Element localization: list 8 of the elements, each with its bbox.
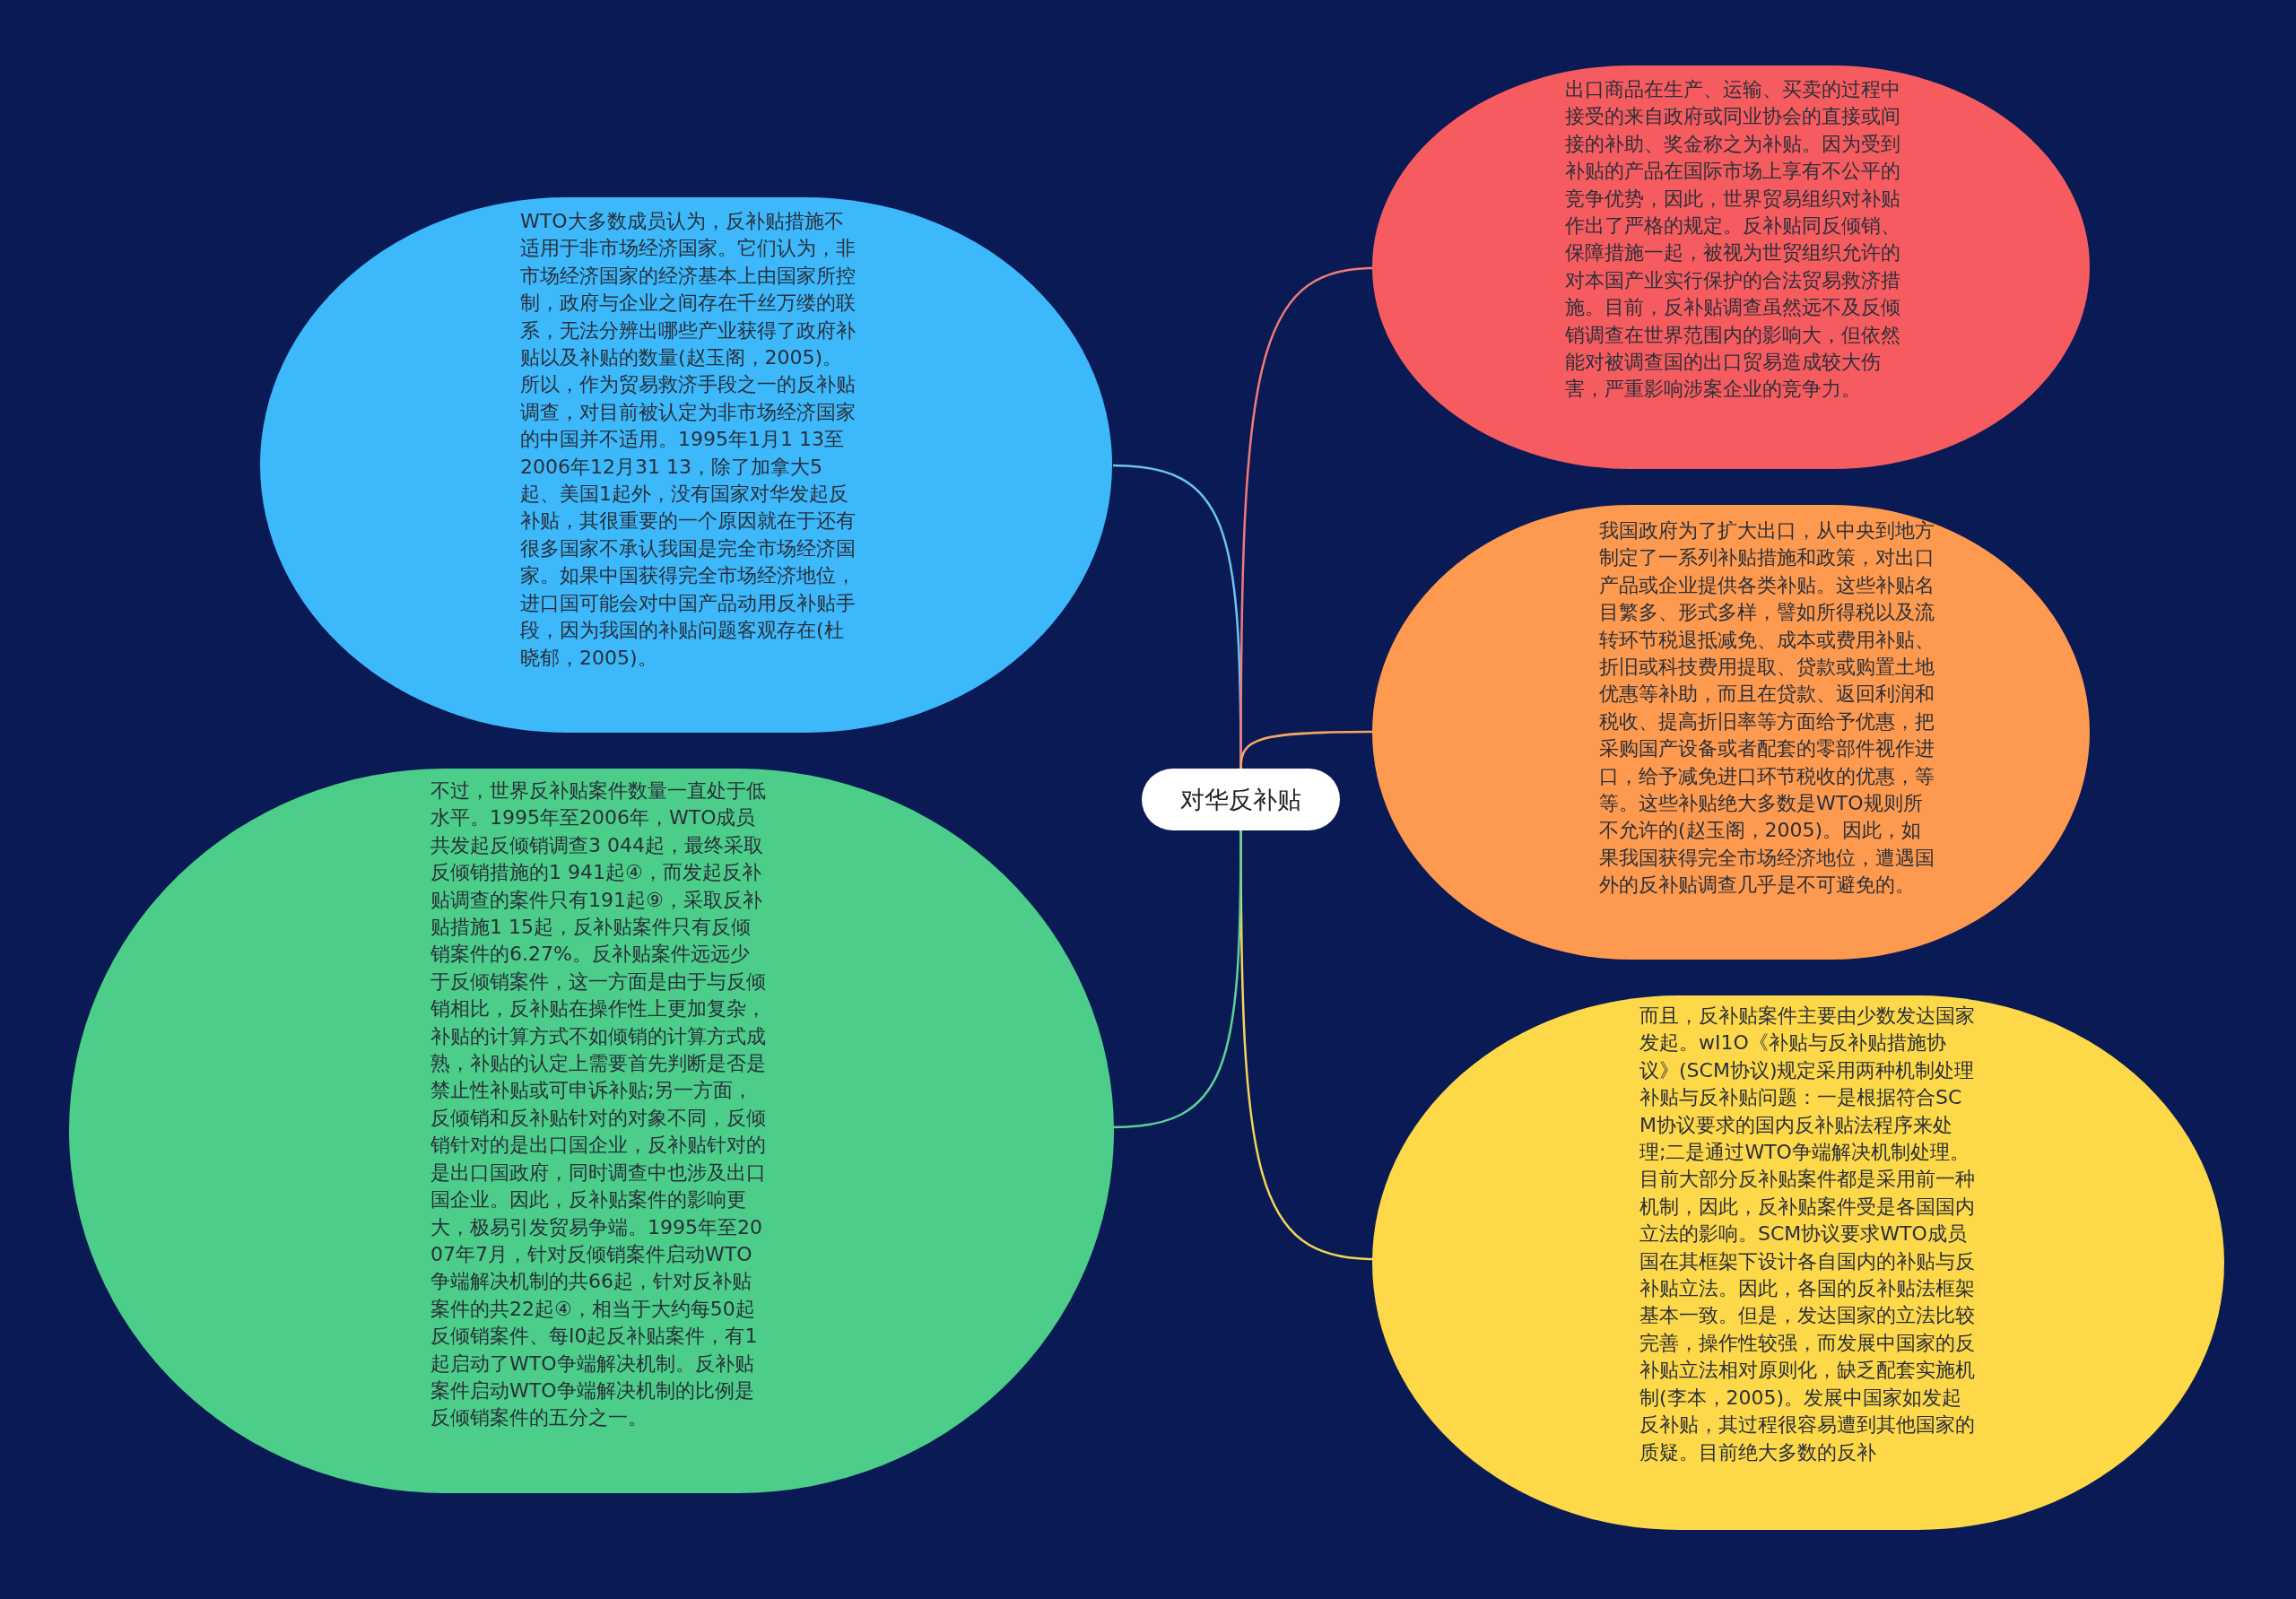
topic-title: 对华反补贴 bbox=[1179, 785, 1302, 815]
paragraph-text: 我国政府为了扩大出口，从中央到地方制定了一系列补贴措施和政策，对出口产品或企业提供各类补贴。这些补贴名目繁多、形式多样，譬如所得税以及流转环节税退抵减免、成本或费用补贴、折旧或科技费用提取、贷款或购置土地优惠等补助，而且在贷款、返回利润和税收、提高折旧率等方面给予优惠，把采购国产设备或者配套的零部件视作进口，给予减免进口环节税收的优惠，等等。这些补贴绝大多数是WTO规则所不允许的(赵玉阁，2005)。因此，如果我国获得完全市场经济地位，遭遇国外的反补贴调查几乎是不可避免的。 bbox=[1599, 518, 1935, 899]
paragraph-text: 不过，世界反补贴案件数量一直处于低水平。1995年至2006年，WTO成员共发起反倾销调查3 044起，最终采取反倾销措施的1 941起④，而发起反补贴调查的案件只有191起⑨，采取反补贴措施1 15起，反补贴案件只有反倾销案件的6.27%。反补贴案件远远少于反倾销案件，这一方面是由于与反倾销相比，反补贴在操作性上更加复杂，补贴的计算方式不如倾销的计算方式成熟，补贴的认定上需要首先判断是否是禁止性补贴或可申诉补贴;另一方面，反倾销和反补贴针对的对象不同，反倾销针对的是出口国企业，反补贴针对的是出口国政府，同时调查中也涉及出口国企业。因此，反补贴案件的影响更大，极易引发贸易争端。1995年至2007年7月，针对反倾销案件启动WTO争端解决机制的共66起，针对反补贴案件的共22起④，相当于大约每50起反倾销案件、每I0起反补贴案件，有1起启动了WTO争端解决机制。反补贴案件启动WTO争端解决机制的比例是反倾销案件的五分之一。 bbox=[430, 778, 766, 1431]
paragraph-text: 而且，反补贴案件主要由少数发达国家发起。wI1O《补贴与反补贴措施协议》(SCM协议)规定采用两种机制处理补贴与反补贴问题：一是根据符合SCM协议要求的国内反补贴法程序来处理;二是通过WTO争端解决机制处理。目前大部分反补贴案件都是采用前一种机制，因此，反补贴案件受是各国国内立法的影响。SCM协议要求WTO成员国在其框架下设计各自国内的补贴与反补贴立法。因此，各国的反补贴法框架基本一致。但是，发达国家的立法比较完善，操作性较强，而发展中国家的反补贴立法相对原则化，缺乏配套实施机制(李本，2005)。发展中国家如发起反补贴，其过程很容易遭到其他国家的质疑。目前绝大多数的反补 bbox=[1639, 1004, 1975, 1465]
paragraph-text: 出口商品在生产、运输、买卖的过程中接受的来自政府或同业协会的直接或间接的补助、奖金称之为补贴。因为受到补贴的产品在国际市场上享有不公平的竞争优势，因此，世界贸易组织对补贴作出了严格的规定。反补贴同反倾销、保障措施一起，被视为世贸组织允许的对本国产业实行保护的合法贸易救济措施。目前，反补贴调查虽然远不及反倾销调查在世界范围内的影响大，但依然能对被调查国的出口贸易造成较大伤害，严重影响涉案企业的竞争力。 bbox=[1565, 77, 1900, 403]
connector-line bbox=[1112, 830, 1242, 1129]
paragraph-text: WTO大多数成员认为，反补贴措施不适用于非市场经济国家。它们认为，非市场经济国家的经济基本上由国家所控制，政府与企业之间存在千丝万缕的联系，无法分辨出哪些产业获得了政府补贴以及补贴的数量(赵玉阁，2005)。所以，作为贸易救济手段之一的反补贴调查，对目前被认定为非市场经济国家的中国并不适用。1995年1月1 13至2006年12月31 13，除了加拿大5起、美国1起外，没有国家对华发起反补贴，其很重要的一个原因就在于还有很多国家不承认我国是完全市场经济国家。如果中国获得完全市场经济地位，进口国可能会对中国产品动用反补贴手段，因为我国的补贴问题客观存在(杜晓郁，2005)。 bbox=[520, 209, 856, 671]
connector-line bbox=[1239, 730, 1373, 769]
